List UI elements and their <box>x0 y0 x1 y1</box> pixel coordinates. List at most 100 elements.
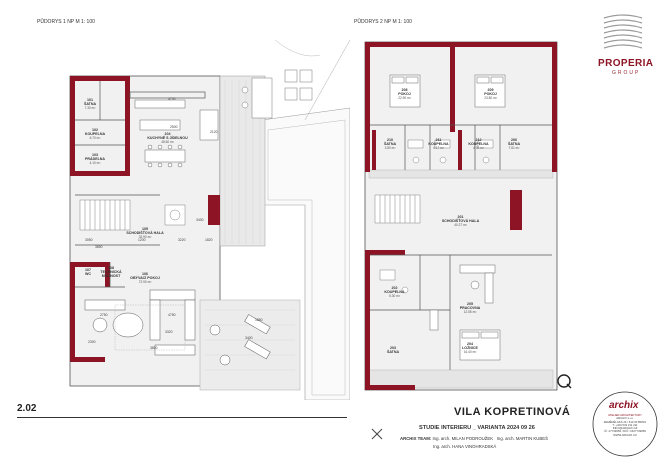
room-area: 5.30 m² <box>389 294 400 298</box>
room-name: KOUPELNA <box>468 142 489 146</box>
brand-name: PROPERIA <box>598 58 654 69</box>
terrace-edge <box>267 119 346 396</box>
archix-line: IČ: 27749959 / DIČ: CZ27749959 <box>604 429 646 434</box>
dim-label: 1820 <box>205 238 213 242</box>
room-id: 211 <box>435 138 442 142</box>
room-area: 48.60 m² <box>161 140 174 144</box>
bath-fixtures <box>379 139 494 294</box>
room-id: 102 <box>92 128 98 132</box>
room-id: 210 <box>387 138 393 142</box>
room-area: 32.90 m² <box>138 235 152 239</box>
room-id: 205 <box>467 302 473 306</box>
room-id: 212 <box>475 138 482 142</box>
room-id: 202 <box>391 286 398 290</box>
floor2-plan <box>364 41 558 391</box>
room-name: ŠATNA <box>383 142 397 146</box>
kitchen-furniture <box>134 99 219 168</box>
room-label-205: 205 PRACOVNA 12.55 m² <box>456 302 484 314</box>
dim-label: 4750 <box>168 313 176 317</box>
room-id: 208 <box>401 88 408 92</box>
dim-label: 1200 <box>138 238 146 242</box>
garden-path <box>274 39 321 57</box>
sheet-rule <box>17 417 347 418</box>
room-label-210: 210 ŠATNA 3.80 m² <box>380 138 400 150</box>
room-id: 206 <box>511 138 517 142</box>
stairs-floor1 <box>79 199 186 231</box>
room-id: 108 <box>108 266 114 270</box>
floor2-title: PŮDORYS 2 NP M 1: 100 <box>354 19 412 25</box>
room-label-107: 107 WC <box>82 268 94 276</box>
dim-label: 3050 <box>85 238 93 242</box>
project-subtitle: STUDIE INTERIERU _ VARIANTA 2024 09 26 <box>419 425 535 431</box>
room-id: 101 <box>87 98 93 102</box>
archix-line: ARCHIX s.r.o. <box>616 416 634 421</box>
garden-slope <box>304 39 350 121</box>
walls <box>70 76 220 362</box>
room-label-101: 101 ŠATNA 7.30 m² <box>80 98 100 110</box>
dim-label: 4750 <box>168 97 176 101</box>
study-furniture <box>429 264 496 331</box>
room-name: KOUPELNA <box>428 142 449 146</box>
room-id: 209 <box>487 88 494 92</box>
project-title: VILA KOPRETINOVÁ <box>454 406 571 418</box>
dim-label: 2750 <box>100 313 108 317</box>
team-member: Ing. arch. HANA VINOHRADSKÁ <box>433 444 497 449</box>
room-id: 201 <box>457 215 464 219</box>
room-area: 72.90 m² <box>138 280 152 284</box>
room-label-103: 103 PRÁDELNA 4.10 m² <box>80 153 110 165</box>
archix-stamp-icon <box>592 391 658 457</box>
room-label-108: 108 TECHNICKÁ MÍSTNOST <box>96 266 126 278</box>
room-label-104: 104 KUCHYNĚ S JÍDELNOU 48.60 m² <box>145 132 190 144</box>
partitions <box>75 81 206 288</box>
archix-line: ZEMĚDĚLSKÁ 2b / 613 00 BRNO <box>603 419 647 424</box>
dim-label: 2120 <box>210 130 218 134</box>
dim-label: 3320 <box>165 330 173 334</box>
room-label-102: 102 KOUPELNA 6.70 m² <box>80 128 110 140</box>
room-id: 204 <box>467 342 473 346</box>
team-member: Ing. arch. MILAN PODROUŽEK <box>432 436 494 441</box>
dim-label: 3850 <box>95 245 103 249</box>
dim-label: 2500 <box>170 125 178 129</box>
room-area: 16.40 m² <box>463 350 477 354</box>
room-name: ŠATNA <box>386 350 400 354</box>
room-label-202: 202 KOUPELNA 5.30 m² <box>382 286 407 298</box>
room-id: 203 <box>390 346 396 350</box>
stairs-floor2 <box>374 194 421 224</box>
archix-line: T: +420 543 211 211 <box>612 422 638 427</box>
room-area: 23.80 m² <box>484 96 497 100</box>
room-name: POKOJ <box>398 92 411 96</box>
floor1-title: PŮDORYS 1 NP M 1: 100 <box>37 19 95 25</box>
room-id: 103 <box>92 153 98 157</box>
room-name: ŠATNA <box>83 102 97 106</box>
archix-line: INFO@ARCHIX.CZ <box>612 426 638 431</box>
room-id: 104 <box>164 132 171 136</box>
room-name: POKOJ <box>484 92 497 96</box>
room-area: 7.61 m² <box>508 146 520 150</box>
room-label-206: 206 ŠATNA 7.61 m² <box>504 138 524 150</box>
room-name: SCHODIŠŤOVÁ HALA <box>126 231 164 235</box>
walls <box>365 42 557 390</box>
room-label-212: 212 KOUPELNA 4.30 m² <box>466 138 491 150</box>
room-name: WC <box>85 272 91 276</box>
floor1-plan <box>69 39 350 400</box>
room-area: 40.27 m² <box>454 223 467 227</box>
room-area: 7.30 m² <box>84 106 96 110</box>
room-name: KOUPELNA <box>84 132 106 136</box>
sheet-number: 2.02 <box>17 403 37 414</box>
dim-label: 3800 <box>150 346 158 350</box>
team-line1: ARCHIX TEAM: Ing. arch. MILAN PODROUŽEK … <box>400 436 548 441</box>
room-name: OBÝVACÍ POKOJ <box>130 276 160 280</box>
rug <box>114 304 186 351</box>
room-label-204: 204 LOŽNICE 16.40 m² <box>456 342 484 354</box>
dim-label: 3400 <box>196 218 204 222</box>
brand-sub: GROUP <box>612 70 641 76</box>
archix-tag: ATELIER ARCHITEKTURY <box>608 413 642 417</box>
partitions <box>370 124 552 370</box>
cross-mark-icon <box>371 428 383 440</box>
room-name: KUCHYNĚ S JÍDELNOU <box>147 136 188 140</box>
room-area: 4.17 m² <box>433 146 444 150</box>
room-label-211: 211 KOUPELNA 4.17 m² <box>426 138 451 150</box>
dim-label: 3400 <box>245 336 253 340</box>
room-area: 4.10 m² <box>89 161 101 165</box>
archix-name: archix <box>609 400 639 411</box>
